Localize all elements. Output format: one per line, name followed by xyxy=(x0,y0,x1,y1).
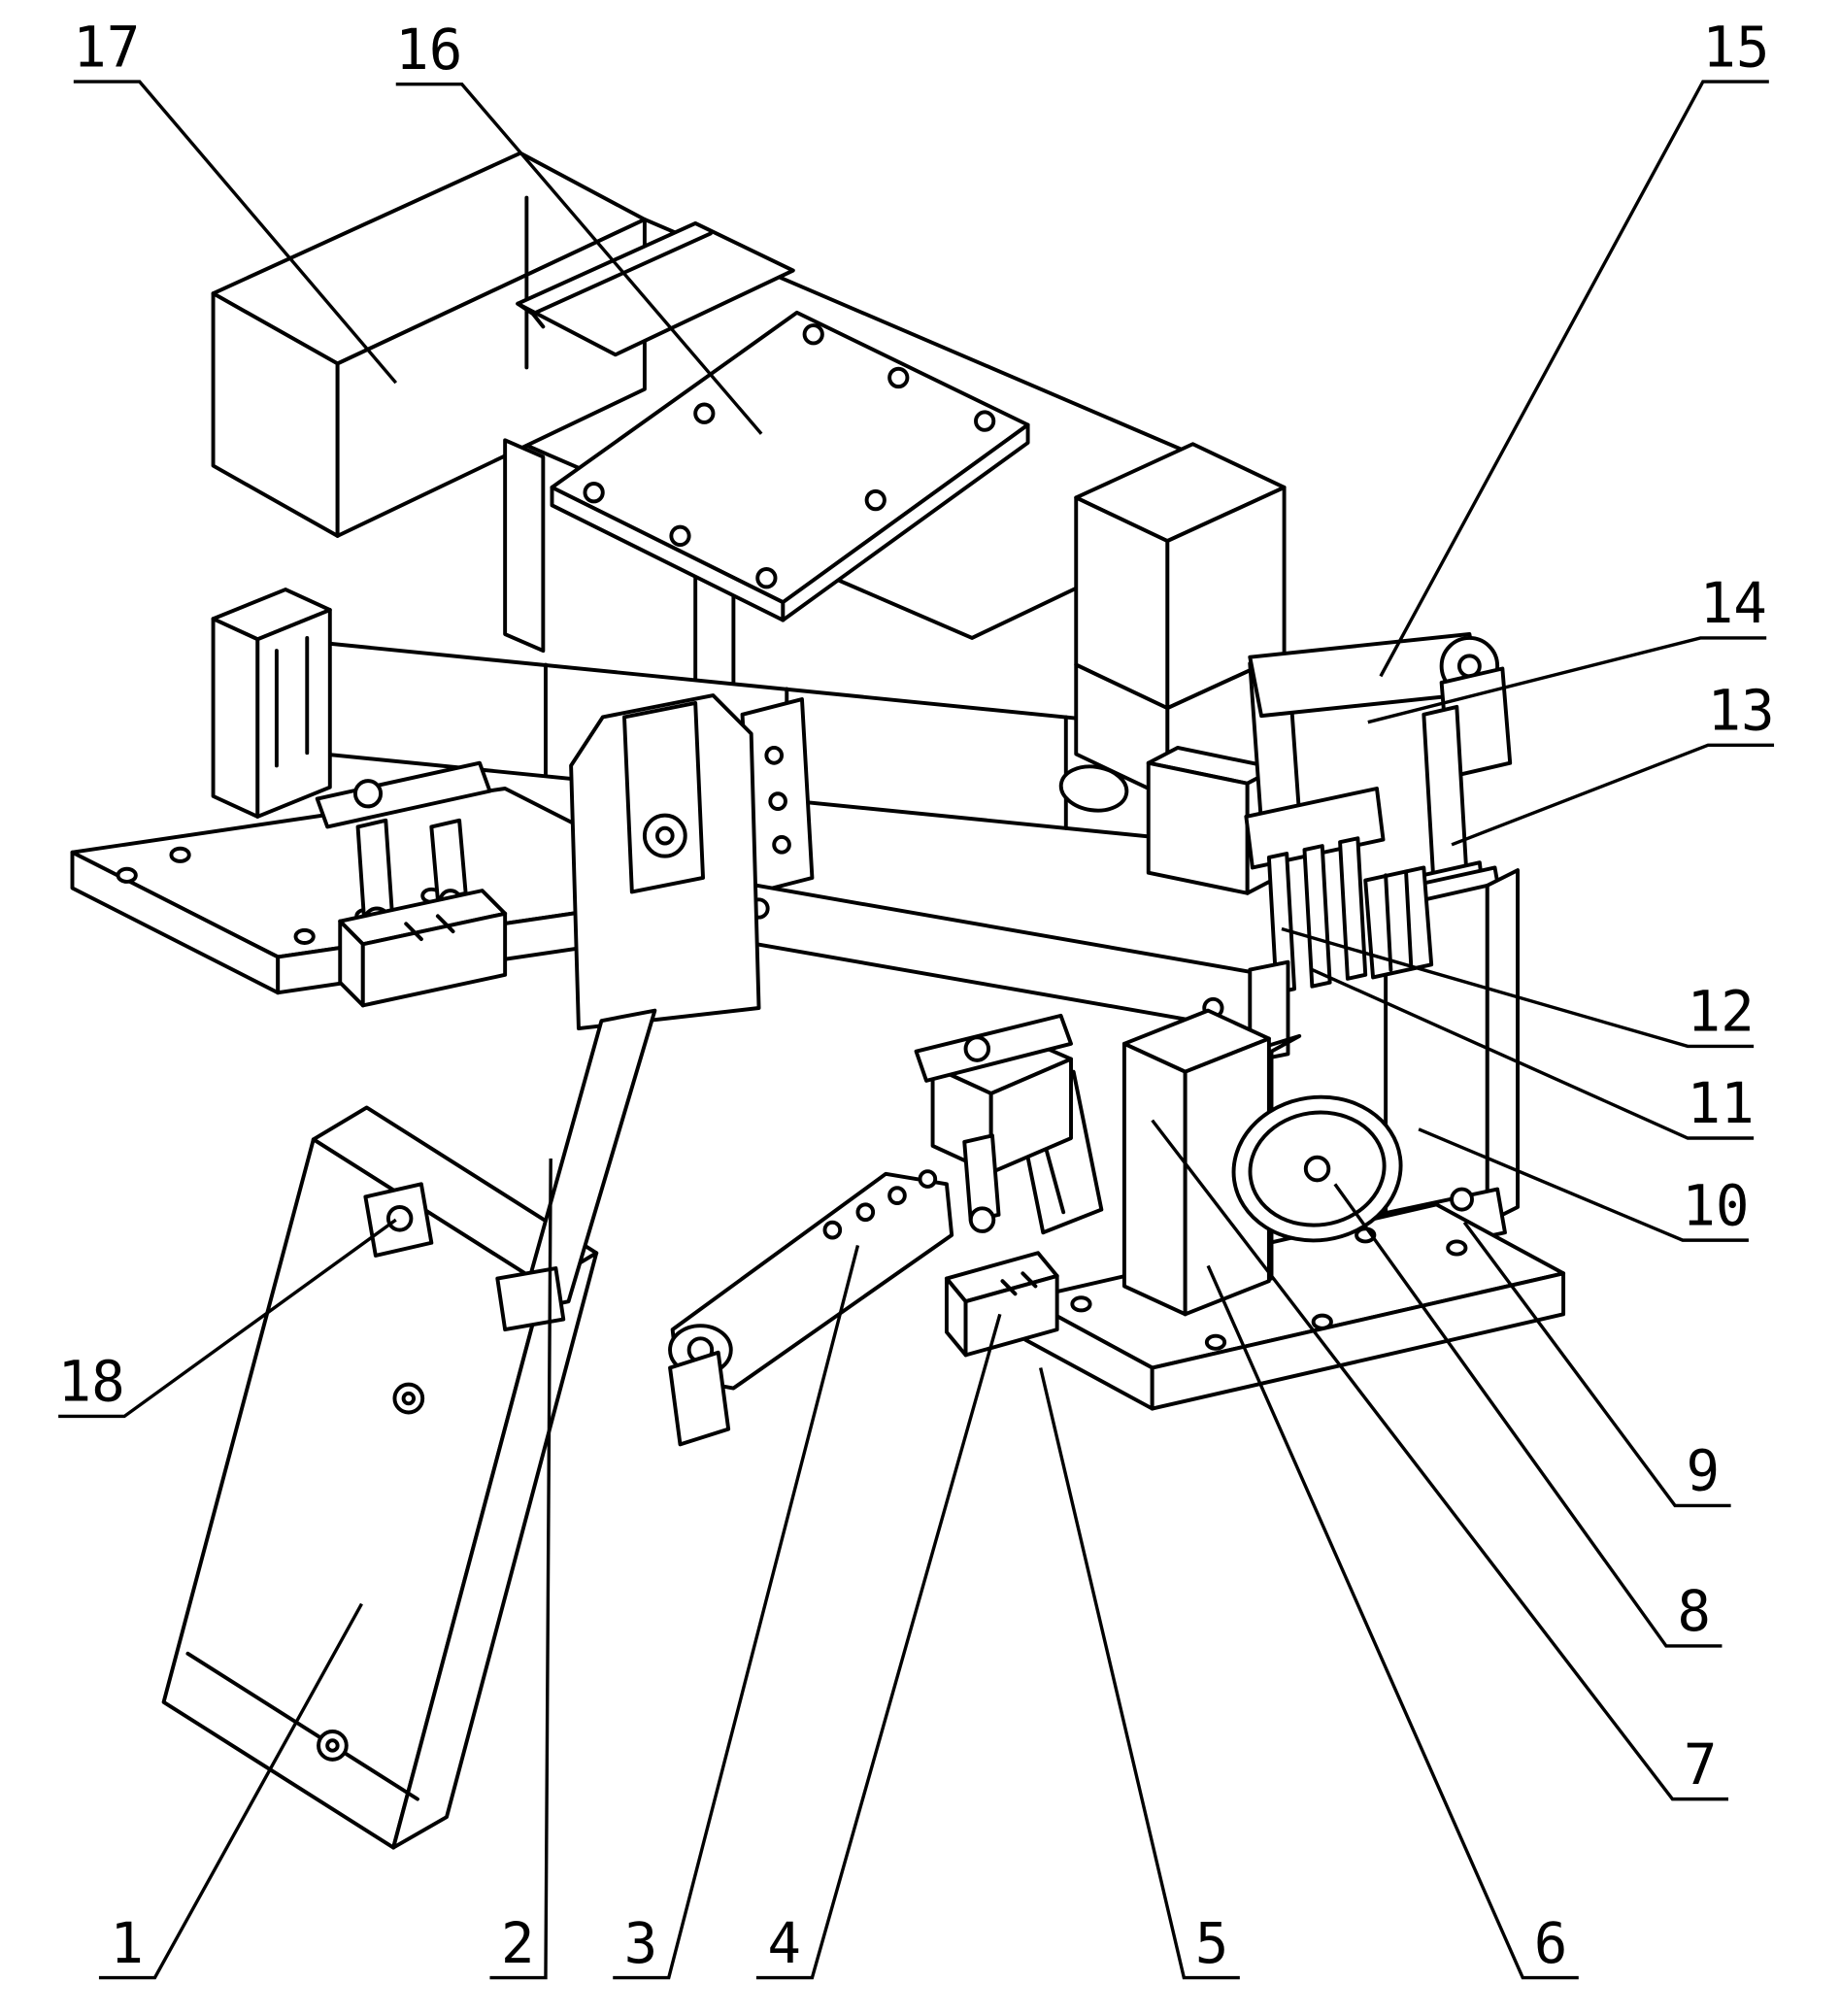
clamp-handle-bar xyxy=(315,760,492,829)
leader-line-12 xyxy=(1281,926,1755,1049)
part-label-9: 9 xyxy=(1687,1438,1721,1504)
support-bracket-front xyxy=(1121,1041,1188,1317)
leader-line-2 xyxy=(489,1159,552,1980)
finger-plate xyxy=(1338,836,1368,981)
swing-cylinder xyxy=(161,1105,599,1850)
leader-line-3 xyxy=(613,1244,860,1980)
part-label-3: 3 xyxy=(624,1910,658,1976)
part-label-17: 17 xyxy=(73,14,140,80)
leader-line-16 xyxy=(395,83,763,435)
finger-plate xyxy=(1302,844,1332,989)
clamp-foot-vee-lines xyxy=(404,914,455,942)
part-label-13: 13 xyxy=(1707,677,1774,743)
hanger-bracket xyxy=(740,697,815,895)
top-carriage xyxy=(211,151,1287,723)
leader-line-13 xyxy=(1451,743,1775,847)
center-clamp-tip xyxy=(968,1206,996,1233)
clamp-bracket-front xyxy=(211,617,260,819)
machine-drawing xyxy=(70,151,1566,1850)
clamp-arm-assembly xyxy=(1146,632,1513,924)
clamp-bracket-side xyxy=(255,608,332,819)
part-label-11: 11 xyxy=(1688,1070,1755,1136)
drive-unit xyxy=(1121,1008,1403,1317)
beam-hole xyxy=(1058,764,1129,813)
part-labels: 1 2 3 4 5 6 7 8 9 10 11 12 13 14 15 16 1… xyxy=(57,14,1774,1976)
rod-boss xyxy=(495,1266,566,1332)
carriage-cavity xyxy=(516,220,795,357)
lever-arm-hub-block xyxy=(668,1350,731,1447)
pivot-pin xyxy=(385,1205,414,1232)
leader-line-10 xyxy=(1418,1127,1749,1242)
part-label-16: 16 xyxy=(395,17,462,83)
swing-cylinder-bolt-center xyxy=(401,1391,417,1406)
gripper-fingers xyxy=(1244,787,1434,995)
leader-line-5 xyxy=(1039,1367,1240,1980)
finger-plate xyxy=(1266,852,1296,995)
arm-bracket-front xyxy=(1146,760,1250,895)
clevis-slot xyxy=(622,701,705,894)
hanger-hole xyxy=(772,834,791,855)
leader-line-11 xyxy=(1311,968,1755,1140)
leader-line-15 xyxy=(1379,80,1769,678)
leader-line-18 xyxy=(58,1218,397,1419)
leader-line-8 xyxy=(1333,1183,1723,1648)
part-label-8: 8 xyxy=(1677,1578,1711,1644)
hanger-hole xyxy=(768,791,787,811)
leader-line-6 xyxy=(1206,1264,1579,1980)
part-label-12: 12 xyxy=(1688,979,1755,1045)
lever-arm xyxy=(668,1169,954,1447)
center-clamp-handle xyxy=(914,1013,1073,1083)
clamp-bolt-head xyxy=(352,779,384,809)
clamp-rear-spindle xyxy=(429,818,468,902)
part-label-5: 5 xyxy=(1195,1910,1229,1976)
leader-line-1 xyxy=(98,1602,363,1980)
frame-post-left xyxy=(503,438,546,654)
clevis-link xyxy=(569,693,761,1030)
mounting-plate-side xyxy=(781,422,1030,622)
swing-cylinder-bolt-center xyxy=(325,1738,340,1753)
leader-line-4 xyxy=(755,1313,1002,1980)
finger-cross-block xyxy=(1244,787,1386,870)
part-label-6: 6 xyxy=(1534,1910,1568,1976)
part-label-4: 4 xyxy=(767,1910,801,1976)
part-label-1: 1 xyxy=(110,1910,144,1976)
clamp-shoe-slots xyxy=(1384,869,1414,972)
leader-line-17 xyxy=(73,80,398,385)
drive-disc-hub xyxy=(1303,1155,1331,1183)
center-clamp-foot-side xyxy=(963,1273,1059,1358)
center-clamp-bolt xyxy=(963,1035,991,1062)
swing-cylinder-cap-line xyxy=(185,1651,419,1801)
part-label-14: 14 xyxy=(1700,570,1767,636)
clamp-screw-shaft xyxy=(355,818,394,923)
center-toggle-clamp xyxy=(914,1013,1104,1358)
part-label-7: 7 xyxy=(1684,1731,1718,1798)
link-rod xyxy=(518,1008,657,1314)
clamp-bracket-slots xyxy=(274,635,310,768)
center-clamp-vee-lines xyxy=(1000,1271,1038,1296)
leader-line-7 xyxy=(1151,1119,1728,1801)
part-label-18: 18 xyxy=(57,1349,124,1415)
callout-leaders xyxy=(58,80,1775,1980)
lever-arm-holes xyxy=(822,1169,938,1240)
cavity-depth-lines xyxy=(516,231,713,329)
part-label-10: 10 xyxy=(1682,1172,1749,1238)
center-clamp-screw xyxy=(962,1133,1001,1224)
cylinder-port xyxy=(1450,1187,1474,1212)
hanger-hole xyxy=(764,745,785,765)
clamp-foot-side xyxy=(360,911,508,1008)
clevis-bolt-center xyxy=(655,825,675,846)
tie-bar-body xyxy=(711,876,1284,1038)
part-label-15: 15 xyxy=(1702,14,1769,80)
plate-screw-holes xyxy=(583,323,996,589)
leader-line-14 xyxy=(1367,636,1767,724)
left-toggle-clamp xyxy=(211,588,508,1008)
leader-line-9 xyxy=(1462,1221,1731,1508)
part-label-2: 2 xyxy=(501,1910,535,1976)
